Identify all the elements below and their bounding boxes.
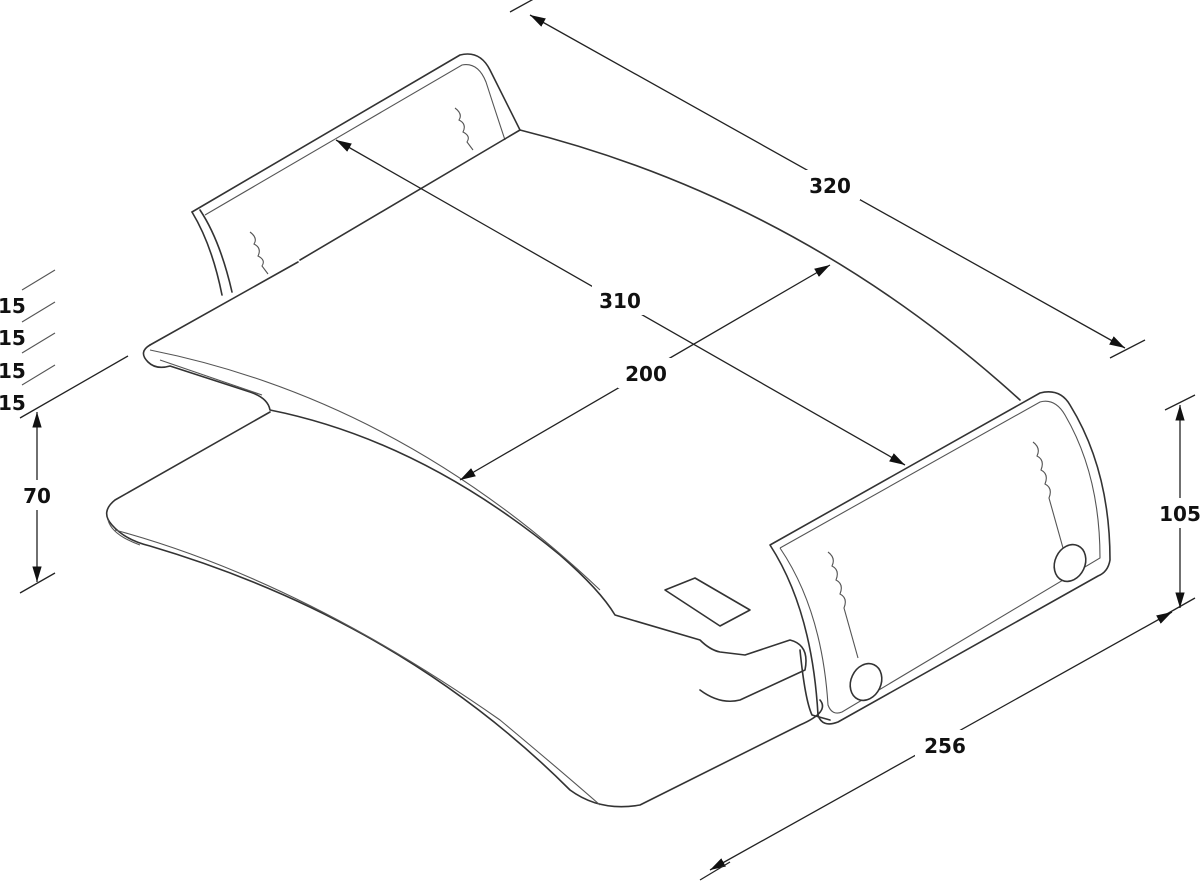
dimension-label-70: 70 <box>23 484 51 508</box>
step-label: 15 <box>0 294 26 318</box>
bottom-shelf <box>105 411 824 808</box>
top-shelf <box>142 129 1021 721</box>
dimension-105: 105 <box>1158 394 1200 616</box>
front-right-slot <box>1032 441 1064 549</box>
back-right-slot <box>454 107 474 151</box>
label-plate <box>664 577 751 627</box>
dimension-label-320: 320 <box>809 174 851 198</box>
back-bracket <box>191 53 521 296</box>
dimension-256: 256 <box>699 611 1173 881</box>
step-label: 15 <box>0 391 26 415</box>
back-left-slot <box>249 231 269 275</box>
dimension-label-105: 105 <box>1159 502 1200 526</box>
dimension-200: 200 <box>459 264 831 481</box>
dimension-70: 70 <box>18 355 129 594</box>
dimension-label-256: 256 <box>924 734 966 758</box>
front-left-slot <box>827 551 859 659</box>
dimension-label-200: 200 <box>625 362 667 386</box>
dimension-steps: 15 15 15 15 <box>0 269 56 415</box>
step-label: 15 <box>0 359 26 383</box>
step-label: 15 <box>0 326 26 350</box>
dimension-label-310: 310 <box>599 289 641 313</box>
front-bracket <box>769 391 1111 725</box>
front-right-knob <box>1053 543 1087 583</box>
